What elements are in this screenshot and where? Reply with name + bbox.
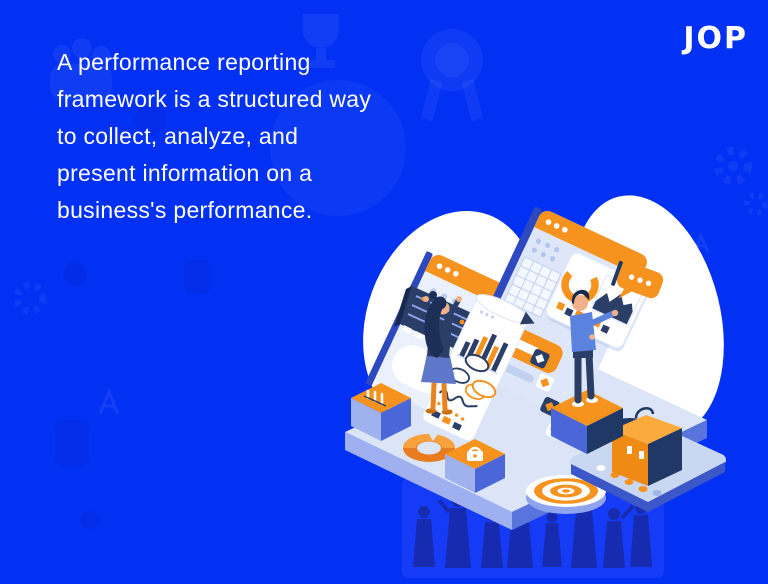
bar-chart-cube-icon <box>351 383 411 441</box>
speech-bubble-icon <box>611 260 664 299</box>
performance-dashboard-illustration <box>345 195 726 578</box>
refresh-donut-icon <box>403 434 463 464</box>
data-table <box>503 256 562 318</box>
podium <box>551 390 623 454</box>
woman-analyst <box>421 291 462 415</box>
target-icon <box>526 475 606 514</box>
window-dots-icon <box>545 219 568 233</box>
diamond-tiles <box>530 348 566 441</box>
window-dots-icon <box>436 263 459 277</box>
medal-watermark <box>420 29 484 122</box>
briefcase-icon <box>612 406 682 486</box>
headline-text: A performance reporting framework is a s… <box>57 49 372 223</box>
line-chart-icon <box>438 389 478 408</box>
area-chart-icon <box>592 293 633 325</box>
man-analyst <box>570 289 619 407</box>
lock-cube-icon <box>445 439 505 493</box>
browser-header-bar <box>534 210 647 277</box>
jop-logo: JOP <box>683 21 748 56</box>
